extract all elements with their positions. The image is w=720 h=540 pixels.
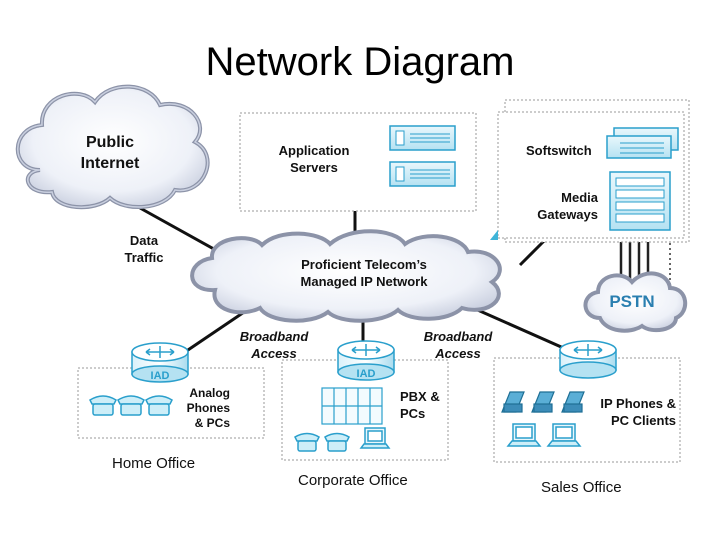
link-softswitch-core [518,238,547,267]
home-iad-label: IAD [151,370,170,382]
application-server-icon [389,161,456,187]
sales-office-devices-label: IP Phones & PC Clients [600,396,676,428]
pbx-rack-icon [321,387,383,425]
ip-phone-icon [531,391,555,413]
corporate-office-title: Corporate Office [298,472,408,489]
pstn-cloud [583,271,687,333]
managed-ip-network-label: Proficient Telecom’s Managed IP Network [300,257,428,289]
pc-laptop-icon [359,427,391,449]
managed-ip-network-cloud [190,229,502,323]
home-office-title: Home Office [112,455,196,472]
broadband-access-right-label: Broadband Access [423,329,493,361]
corporate-iad-label: IAD [357,368,376,380]
broadband-access-left-label: Broadband Access [239,329,309,361]
public-internet-cloud [15,84,210,210]
media-gateway-rack-icon [609,171,671,231]
softswitch-server-icon [606,127,679,159]
ip-phone-icon [501,391,525,413]
application-server-icon [389,125,456,151]
softswitch-label: Softswitch [526,143,592,158]
home-office-devices-label: Analog Phones & PCs [186,386,230,430]
sales-router-icon [559,340,617,379]
sales-office-title: Sales Office [541,479,622,496]
analog-phone-icon [117,395,145,416]
home-iad-router-icon [131,342,189,383]
analog-phone-icon [89,395,117,416]
analog-phone-icon [294,432,320,452]
corporate-office-devices-label: PBX & PCs [400,389,440,421]
analog-phone-icon [324,432,350,452]
page-title: Network Diagram [205,40,515,84]
public-internet-label: Public Internet [80,134,140,172]
application-servers-label: Application Servers [278,143,350,175]
data-traffic-label: Data Traffic [124,233,164,265]
corporate-iad-router-icon [337,340,395,381]
pstn-label: PSTN [609,292,654,311]
media-gateways-label: Media Gateways [537,190,598,222]
pc-laptop-icon [506,423,542,447]
ip-phone-icon [561,391,585,413]
pc-laptop-icon [546,423,582,447]
analog-phone-icon [145,395,173,416]
